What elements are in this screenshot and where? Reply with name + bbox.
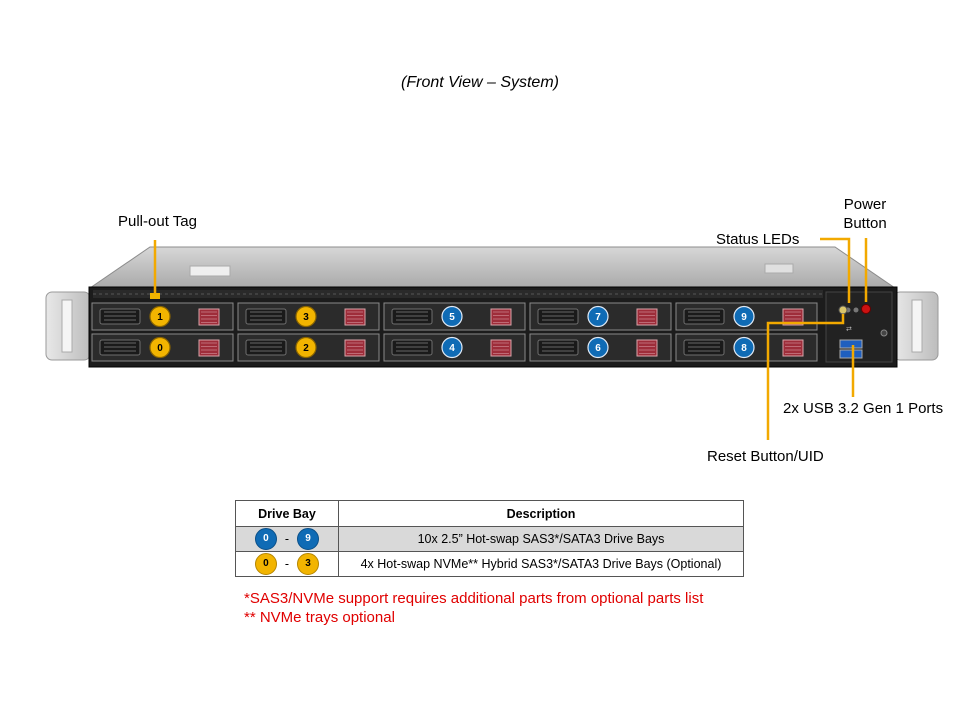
blue-bay-badge [587, 336, 609, 359]
reset-uid-button [838, 305, 848, 315]
left-rack-ear [45, 291, 91, 361]
drive-tray-latch [490, 308, 512, 326]
footnote-sas3-nvme: *SAS3/NVMe support requires additional p… [244, 590, 704, 607]
bay-number: 3 [303, 312, 309, 323]
gold-bay-badge [295, 305, 317, 328]
table-row: 0-3 4x Hot-swap NVMe** Hybrid SAS3*/SATA… [235, 551, 744, 577]
badge-gold-start: 0 [254, 553, 277, 575]
callout-lines [153, 237, 868, 440]
footnote-nvme-trays: ** NVMe trays optional [244, 609, 395, 626]
bay-number: 2 [303, 343, 309, 354]
callout-reset-button: Reset Button/UID [707, 448, 824, 465]
callout-power-line2: Button [843, 215, 887, 232]
drive-tray-latch [344, 308, 366, 326]
drive-bay[interactable]: 0 [91, 333, 234, 362]
range-dash: - [284, 532, 290, 546]
drive-tray-latch [198, 339, 220, 357]
blue-bay-badge [441, 305, 463, 328]
gold-bay-badge [149, 305, 171, 328]
badge-blue-start: 0 [254, 528, 277, 550]
front-control-panel: ⇄ [825, 291, 893, 363]
bay-number: 8 [741, 343, 747, 354]
drive-tray-latch [636, 339, 658, 357]
drive-tray-latch [344, 339, 366, 357]
drive-bay-table: Drive Bay Description 0-9 10x 2.5” Hot-s… [235, 500, 744, 577]
bay-number: 9 [741, 312, 747, 323]
drive-tray-latch [782, 308, 804, 326]
description-cell: 4x Hot-swap NVMe** Hybrid SAS3*/SATA3 Dr… [338, 551, 744, 577]
range-dash: - [284, 557, 290, 571]
drive-tray-latch [782, 339, 804, 357]
callout-power-button: Power Button [839, 195, 891, 233]
svg-text:⇄: ⇄ [846, 326, 852, 333]
blue-bay-badge [441, 336, 463, 359]
drive-tray-latch [490, 339, 512, 357]
callout-usb-ports: 2x USB 3.2 Gen 1 Ports [783, 400, 944, 417]
drive-bay[interactable]: 2 [237, 333, 380, 362]
bay-number: 7 [595, 312, 601, 323]
status-led-2 [853, 307, 859, 313]
drive-bay[interactable]: 3 [237, 302, 380, 331]
drive-bay[interactable]: 7 [529, 302, 672, 331]
drive-bay[interactable]: 9 [675, 302, 818, 331]
power-button [861, 304, 871, 314]
badge-gold-end: 3 [297, 553, 320, 575]
pull-out-tag [150, 293, 160, 299]
callout-pull-out-tag: Pull-out Tag [118, 213, 197, 230]
callout-power-line1: Power [843, 196, 887, 213]
drive-bay-grid: 1 3 5 7 9 0 2 4 6 8 [91, 293, 818, 362]
callout-status-leds: Status LEDs [716, 231, 800, 248]
table-row: 0-9 10x 2.5” Hot-swap SAS3*/SATA3 Drive … [235, 526, 744, 552]
drive-bay[interactable]: 4 [383, 333, 526, 362]
bay-number: 4 [449, 343, 455, 354]
drive-bay[interactable]: 1 [91, 302, 234, 331]
bay-number: 0 [157, 343, 163, 354]
reset-button-line [766, 314, 845, 440]
blue-bay-badge [733, 336, 755, 359]
drive-tray-latch [198, 308, 220, 326]
drive-bay-range: 0-3 [235, 551, 339, 577]
usb-port-2 [839, 349, 863, 359]
blue-bay-badge [587, 305, 609, 328]
figure-caption: (Front View – System) [401, 74, 559, 91]
blue-bay-badge [733, 305, 755, 328]
bay-number: 1 [157, 312, 163, 323]
gold-bay-badge [149, 336, 171, 359]
gold-bay-badge [295, 336, 317, 359]
table-header-row: Drive Bay Description [235, 500, 744, 527]
header-drive-bay: Drive Bay [235, 500, 339, 527]
status-leds-line [820, 237, 851, 303]
drive-tray-latch [636, 308, 658, 326]
header-description: Description [338, 500, 744, 527]
bay-number: 6 [595, 343, 601, 354]
drive-bay[interactable]: 6 [529, 333, 672, 362]
bay-number: 5 [449, 312, 455, 323]
right-rack-ear [893, 291, 939, 361]
badge-blue-end: 9 [297, 528, 320, 550]
description-cell: 10x 2.5” Hot-swap SAS3*/SATA3 Drive Bays [338, 526, 744, 552]
drive-bay[interactable]: 8 [675, 333, 818, 362]
usb-port-1 [839, 339, 863, 349]
drive-bay[interactable]: 5 [383, 302, 526, 331]
drive-bay-range: 0-9 [235, 526, 339, 552]
